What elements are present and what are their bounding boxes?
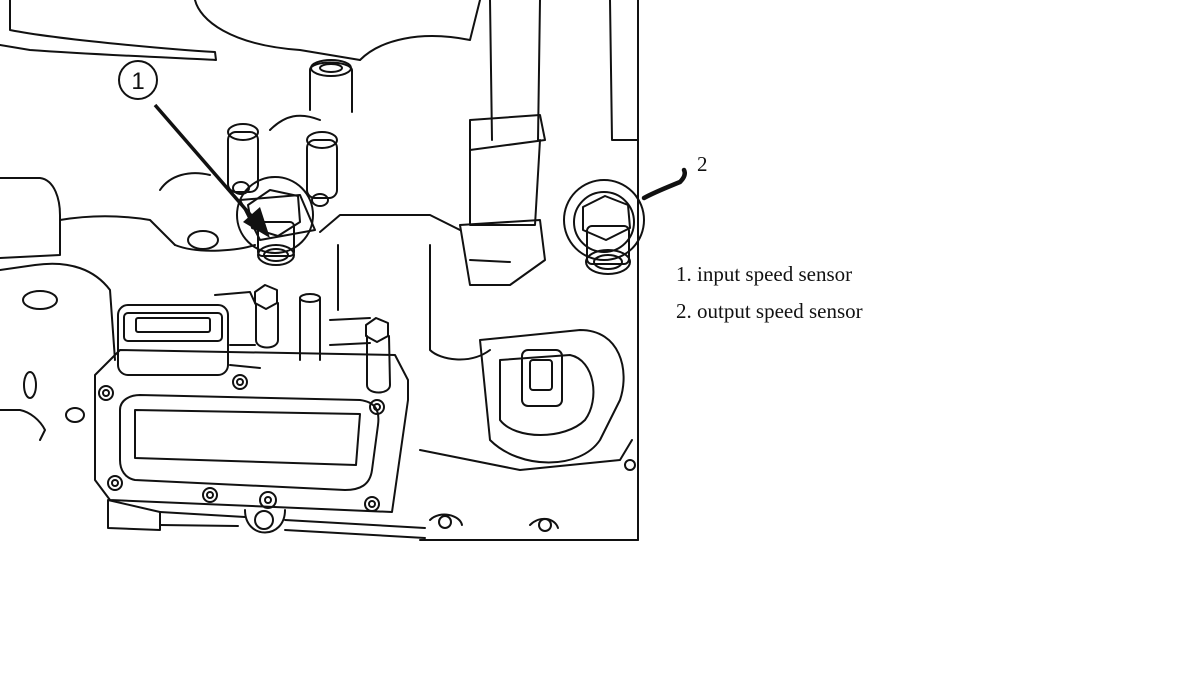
callout-1-number: 1: [131, 68, 144, 95]
callout-2-number: 2: [697, 152, 708, 176]
legend-item-input-speed-sensor: 1. input speed sensor: [676, 262, 853, 286]
legend-item-output-speed-sensor: 2. output speed sensor: [676, 299, 863, 323]
callout-2-leader: [641, 167, 688, 201]
legend: 1. input speed sensor 2. output speed se…: [676, 256, 863, 330]
callout-1: 1: [118, 60, 158, 100]
callout-1-arrow: [153, 103, 270, 238]
